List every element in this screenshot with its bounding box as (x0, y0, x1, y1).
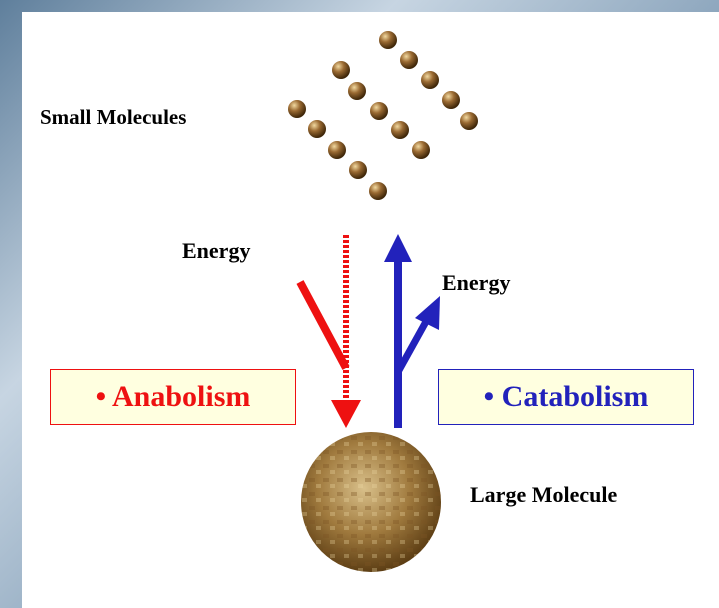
small-molecules-label: Small Molecules (40, 105, 186, 130)
catabolism-box: • Catabolism (438, 369, 694, 425)
large-molecule-ball (301, 432, 441, 572)
anabolism-arrow (300, 235, 361, 428)
catabolism-arrow (384, 234, 440, 428)
large-molecule-label: Large Molecule (470, 482, 617, 508)
anabolism-box: • Anabolism (50, 369, 296, 425)
energy-input-label: Energy (182, 238, 250, 264)
energy-output-label: Energy (442, 270, 510, 296)
small-molecule-beads (288, 31, 478, 200)
